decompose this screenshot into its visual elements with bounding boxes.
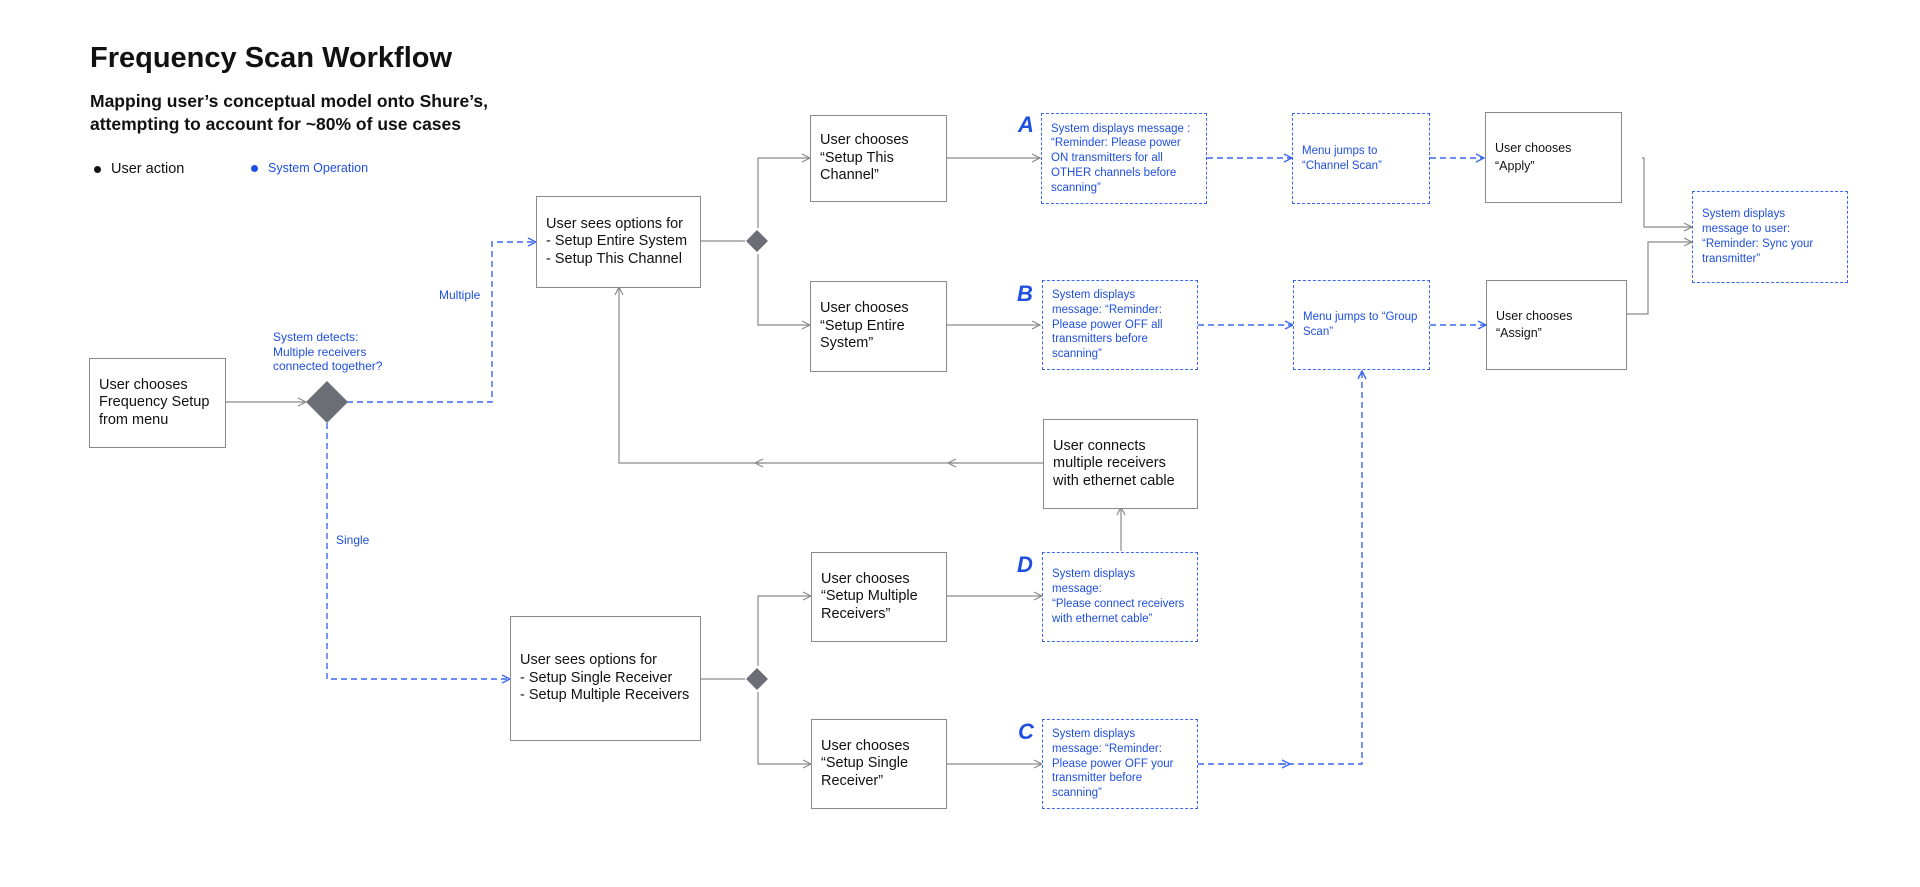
edge-connect-back-to-options [619,287,1043,464]
page-subtitle: Mapping user’s conceptual model onto Shu… [90,91,489,134]
legend-system-operation-label: System Operation [268,161,369,175]
decision-diamond-single [746,668,768,690]
node-choose-entire-system: User chooses “Setup Entire System” [810,281,947,372]
decision-label: System detects: Multiple receivers conne… [273,330,383,373]
decision-diamond-system [746,230,768,252]
node-msg-sync: System displays message to user: “Remind… [1692,191,1848,283]
edge-c-to-group-scan [1198,371,1362,765]
marker-d: D [1017,552,1033,577]
node-menu-group-scan: Menu jumps to “Group Scan” [1293,280,1430,370]
node-options-single: User sees options for - Setup Single Rec… [510,616,701,741]
node-msg-d: System displays message: “Please connect… [1042,552,1198,642]
legend-dot-icon [94,165,101,173]
node-choose-multiple: User chooses “Setup Multiple Receivers” [811,552,947,642]
node-connect-receivers: User connects multiple receivers with et… [1043,419,1198,509]
legend-system-operation: System Operation [251,161,368,175]
decision-diamond-main [306,381,348,423]
legend-user-action: User action [94,161,184,177]
edge-split-to-single [757,692,811,764]
edge-apply-to-sync [1642,157,1692,227]
node-choose-this-channel: User chooses “Setup This Channel” [810,115,947,202]
edge-split-to-multiple [757,596,811,666]
edge-assign-to-sync [1627,242,1692,315]
node-choose-single: User chooses “Setup Single Receiver” [811,719,947,809]
node-choose-apply: User chooses “Apply” [1485,112,1622,203]
edge-label-multiple: Multiple [439,288,481,302]
marker-a: A [1018,112,1034,137]
marker-b: B [1017,281,1033,306]
legend-dot-icon [251,164,258,172]
legend-user-action-label: User action [111,161,185,177]
node-choose-assign: User chooses “Assign” [1486,280,1627,370]
edge-label-single: Single [336,533,370,547]
node-menu-channel-scan: Menu jumps to “Channel Scan” [1292,113,1430,204]
edge-split-to-this-channel [757,158,810,228]
node-msg-b: System displays message: “Reminder: Plea… [1042,280,1198,370]
edge-decision-single [326,423,510,679]
node-msg-a: System displays message : “Reminder: Ple… [1041,113,1207,204]
page-title: Frequency Scan Workflow [90,42,453,74]
node-msg-c: System displays message: “Reminder: Plea… [1042,719,1198,809]
node-start: User chooses Frequency Setup from menu [89,358,226,448]
node-options-system: User sees options for - Setup Entire Sys… [536,196,701,288]
edge-split-to-entire-system [757,254,810,325]
marker-c: C [1018,719,1034,744]
edge-decision-multiple [347,242,536,403]
